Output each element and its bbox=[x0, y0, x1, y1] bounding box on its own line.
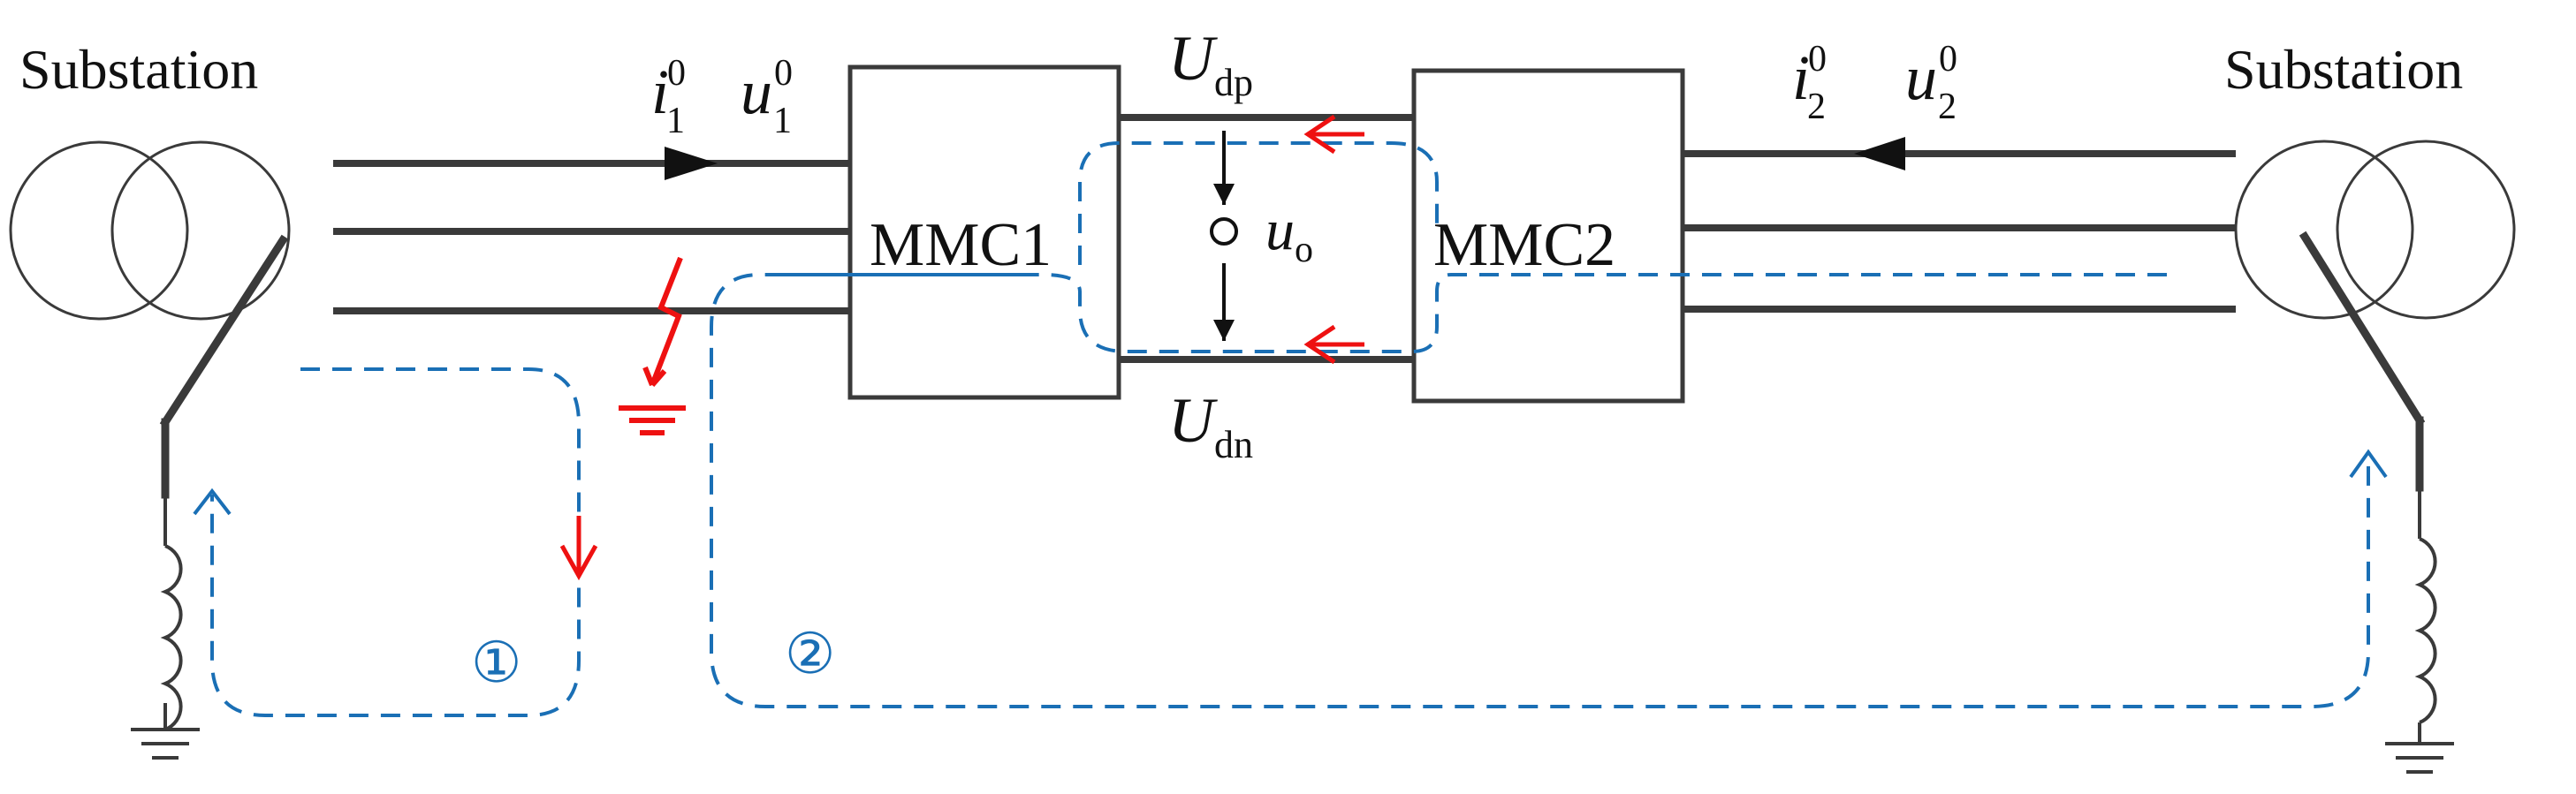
loop1-up-arrow-icon bbox=[193, 488, 232, 516]
left-current-arrow-icon bbox=[665, 147, 718, 180]
loop-2-marker: ② bbox=[785, 623, 835, 685]
right-grounding-switch bbox=[2299, 231, 2426, 492]
right-ac-lines bbox=[1683, 150, 2236, 313]
loop2-up-arrow-icon bbox=[2349, 449, 2388, 479]
ground-fault-icon bbox=[619, 256, 686, 435]
left-ground-icon bbox=[131, 703, 200, 760]
fault-loop-1 bbox=[210, 367, 581, 717]
right-current-arrow-icon bbox=[1854, 137, 1905, 170]
mmc2-box bbox=[1411, 68, 1685, 404]
left-grounding-reactor bbox=[160, 495, 183, 731]
left-grounding-switch bbox=[159, 234, 289, 499]
mmc1-box bbox=[847, 64, 1121, 400]
uo-label: uo bbox=[1265, 198, 1313, 270]
right-ground-icon bbox=[2385, 722, 2454, 774]
dc-link-lines bbox=[1119, 114, 1414, 363]
dc-midpoint-node bbox=[1210, 217, 1238, 246]
fault-loop-2 bbox=[710, 273, 2370, 708]
udn-label: Udn bbox=[1168, 385, 1253, 466]
substation-right-label: Substation bbox=[2224, 38, 2463, 101]
dc-loop bbox=[778, 141, 1439, 276]
mmc2-label: MMC2 bbox=[1433, 211, 1615, 279]
udp-label: Udp bbox=[1168, 23, 1253, 104]
left-ac-lines bbox=[333, 160, 850, 314]
substation-left-label: Substation bbox=[19, 38, 258, 101]
left-substation-transformer bbox=[9, 140, 291, 321]
loop-1-marker: ① bbox=[471, 631, 521, 694]
right-grounding-reactor bbox=[2414, 488, 2437, 724]
right-substation-transformer bbox=[2234, 140, 2516, 320]
mmc1-label: MMC1 bbox=[870, 211, 1052, 279]
